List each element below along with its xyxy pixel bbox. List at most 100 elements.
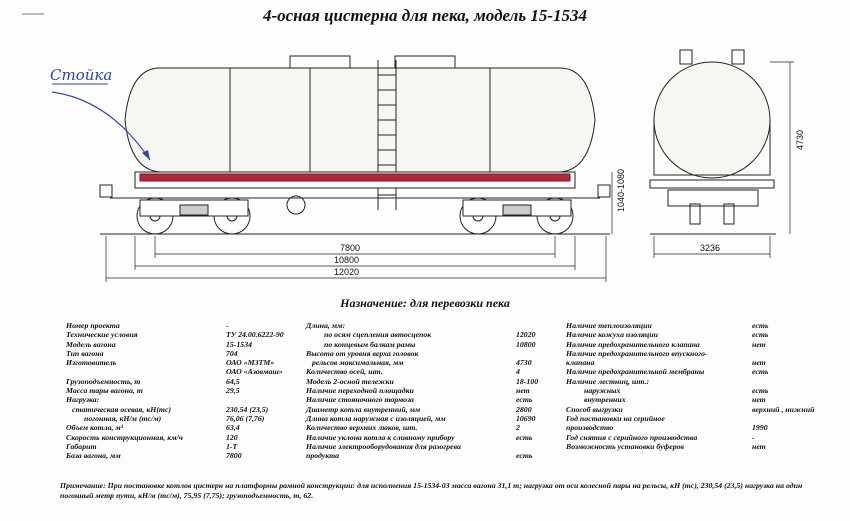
spec-row: Диаметр котла внутренний, мм 2800 (306, 405, 556, 414)
spec-label: Масса тары вагона, т (66, 386, 143, 396)
spec-row: по осям сцепления автосцепок 12020 (306, 330, 556, 339)
bogie-left (136, 197, 251, 235)
spec-label: Длина, мм: (306, 321, 346, 330)
annotation-arrow (51, 91, 151, 161)
spec-column-1: Номер проекта - Технические условия ТУ 24.0… (66, 321, 296, 460)
spec-value: 7800 (226, 451, 242, 461)
spec-row: Наличие теплоизоляции есть (566, 321, 806, 330)
spec-value: 2800 (516, 404, 532, 414)
spec-label: продукта (306, 451, 340, 461)
spec-value: есть (752, 330, 769, 340)
spec-label: погонная, кН/м (тс/м) (84, 413, 162, 423)
spec-value: есть (752, 386, 769, 396)
spec-row: погонная, кН/м (тс/м) 76,06 (7,76) (66, 414, 296, 423)
spec-value: есть (752, 367, 769, 377)
spec-label: Наличие кожуха изоляции (566, 330, 658, 340)
spec-row: База вагона, мм 7800 (66, 451, 296, 460)
spec-value: ТУ 24.00.6222-90 (226, 330, 284, 340)
spec-label: Наличие предохранительной мембраны (566, 367, 705, 377)
spec-value: 1-Т (226, 441, 238, 451)
spec-label: Год снятия с серийного производства (566, 432, 698, 442)
hatch-right (394, 55, 456, 69)
spec-label: Наличие предохранительного клапана (566, 339, 700, 349)
hatch-left (289, 55, 351, 69)
spec-label: по осям сцепления автосцепок (324, 330, 432, 340)
spec-row: рельсов максимальная, мм 4730 (306, 358, 556, 367)
purpose-heading: Назначение: для перевозки пека (340, 296, 510, 310)
spec-label: Наличие переходной площадки (306, 386, 414, 396)
dim-base: 7800 (340, 243, 360, 253)
spec-row: Наличие предохранительного впускного- (566, 349, 806, 358)
spec-value: 10690 (516, 413, 536, 423)
spec-label: Наличие предохранительного впускного- (566, 348, 708, 358)
spec-value: 4730 (516, 358, 532, 368)
spec-label: Технические условия (66, 330, 138, 340)
spec-label: Количество верхних люков, шт. (306, 423, 418, 433)
spec-row: Технические условия ТУ 24.00.6222-90 (66, 330, 296, 339)
spec-row: Год снятия с серийного производства- (566, 433, 806, 442)
spec-label: рельсов максимальная, мм (312, 358, 404, 368)
spec-label: Способ выгрузки (566, 404, 623, 414)
dim-height: 4730 (795, 130, 805, 150)
spec-value: 2 (516, 423, 520, 433)
dim-length: 12020 (334, 267, 359, 277)
spec-row: Наличие электрооборудования для разогрев… (306, 442, 556, 451)
spec-value: 230,54 (23,5) (226, 404, 269, 414)
spec-row: Наличие лестниц, шт.: (566, 377, 806, 386)
dim-frame: 10800 (334, 255, 359, 265)
spec-row: Номер проекта - (66, 321, 296, 330)
spec-label: Высота от уровня верха головок (306, 348, 419, 358)
tank-body-side (124, 67, 596, 173)
brake-wheel (286, 195, 306, 215)
page-title: 4-осная цистерна для пека, модель 15-153… (262, 6, 588, 25)
spec-label: Изготовитель (66, 358, 117, 368)
spec-label: Модель 2-осной тележки (306, 376, 394, 386)
spec-label: Наличие электрооборудования для разогрев… (306, 441, 461, 451)
spec-row: Высота от уровня верха головок (306, 349, 556, 358)
spec-value: есть (752, 321, 769, 330)
spec-label: Наличие лестниц, шт.: (566, 376, 650, 386)
spec-label: База вагона, мм (66, 451, 121, 461)
spec-label: Диаметр котла внутренний, мм (306, 404, 421, 414)
spec-value: есть (516, 395, 533, 405)
spec-label: Наличие уклона котла к сливному прибору (306, 432, 455, 442)
tank-body-end (653, 61, 771, 179)
spec-label: по концевым балкам рамы (324, 339, 416, 349)
spec-value: нет (752, 358, 766, 368)
spec-value: есть (516, 432, 533, 442)
spec-label: Нагрузка: (66, 395, 100, 405)
spec-row: Длина, мм: (306, 321, 556, 330)
dim-frame-height: 1040-1080 (616, 169, 626, 212)
spec-value: 4 (516, 367, 520, 377)
spec-label: Возможность установки буферов (566, 441, 684, 451)
spec-row: ОАО «Азовмаш» (66, 367, 296, 376)
spec-label: клапана (566, 358, 595, 368)
spec-label: Наличие теплоизоляции (566, 321, 652, 330)
spec-row: Наличие уклона котла к сливному прибору е… (306, 433, 556, 442)
spec-label: Наличие стояночного тормоза (306, 395, 414, 405)
spec-value: 76,06 (7,76) (226, 413, 265, 423)
spec-row: клапана нет (566, 358, 806, 367)
spec-label: Номер проекта (66, 321, 120, 330)
spec-value: - (226, 321, 229, 330)
spec-row: Год постановки на серийное (566, 414, 806, 423)
footnote: Примечание: При постановке котлов цистер… (60, 481, 803, 500)
spec-value: 12020 (516, 330, 536, 340)
spec-row: статическая осевая, кН(тс)230,54 (23,5) (66, 405, 296, 414)
handwritten-note: Стойка (50, 66, 113, 84)
spec-column-2: Длина, мм:по осям сцепления автосцепок 12… (306, 321, 556, 460)
spec-row: Наличие кожуха изоляции есть (566, 330, 806, 339)
